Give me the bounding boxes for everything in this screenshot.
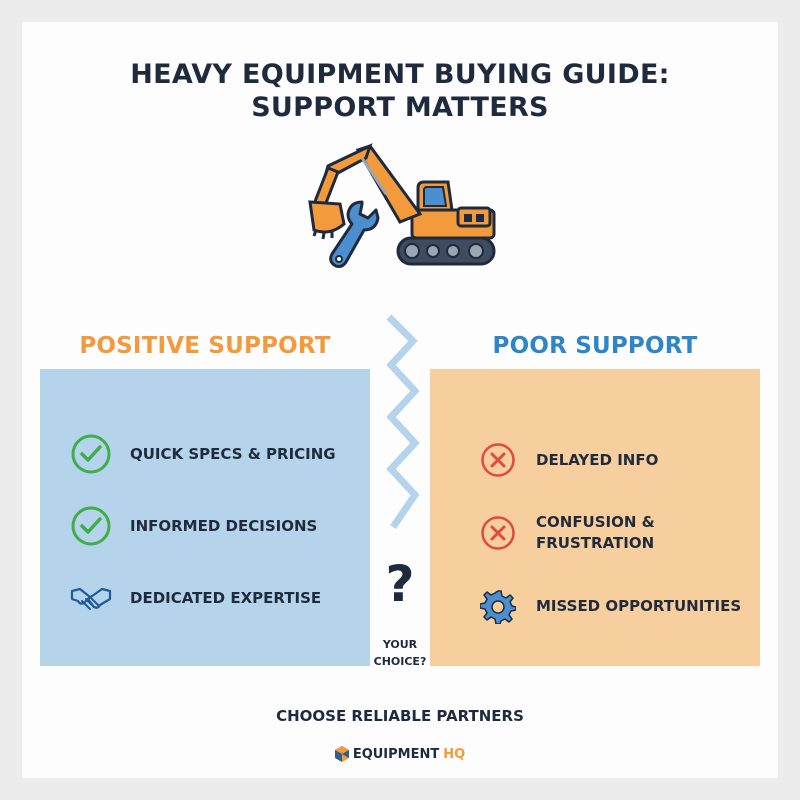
check-circle-icon [71,506,111,546]
title-line-1: HEAVY EQUIPMENT BUYING GUIDE: [130,59,670,90]
brand-logo: EQUIPMENT HQ [0,746,800,762]
x-circle-icon [481,443,515,477]
zigzag-divider [386,314,420,529]
your-choice-line-1: YOUR [382,638,418,651]
list-item: DELAYED INFO [480,442,658,478]
item-label: QUICK SPECS & PRICING [130,444,336,463]
item-label: INFORMED DECISIONS [130,516,318,535]
your-choice-label: YOUR CHOICE? [362,636,438,670]
item-label: DELAYED INFO [536,450,659,469]
positive-support-heading: POSITIVE SUPPORT [79,333,331,359]
excavator-icon [308,143,496,266]
handshake-icon [70,587,112,610]
your-choice-line-2: CHOICE? [373,655,427,668]
positive-support-panel [40,369,370,666]
list-item: QUICK SPECS & PRICING [70,433,336,475]
gear-icon [480,590,516,624]
poor-support-heading: POOR SUPPORT [492,333,698,359]
item-label: CONFUSION & FRUSTRATION [536,513,655,552]
title-line-2: SUPPORT MATTERS [251,92,549,123]
item-label: MISSED OPPORTUNITIES [536,596,742,615]
list-item: CONFUSION & FRUSTRATION [480,512,655,554]
hexagon-logo-icon [334,746,349,762]
wrench-icon [329,200,380,268]
x-circle-icon [481,516,515,550]
question-mark-icon: ? [385,555,415,613]
page-title: HEAVY EQUIPMENT BUYING GUIDE: SUPPORT MA… [0,58,800,124]
check-circle-icon [71,434,111,474]
item-label: DEDICATED EXPERTISE [130,588,322,607]
list-item: DEDICATED EXPERTISE [70,577,321,619]
brand-accent: HQ [443,746,466,762]
brand-name: EQUIPMENT [352,746,440,762]
footer-tagline: CHOOSE RELIABLE PARTNERS [276,707,524,725]
list-item: MISSED OPPORTUNITIES [480,588,741,624]
list-item: INFORMED DECISIONS [70,505,317,547]
